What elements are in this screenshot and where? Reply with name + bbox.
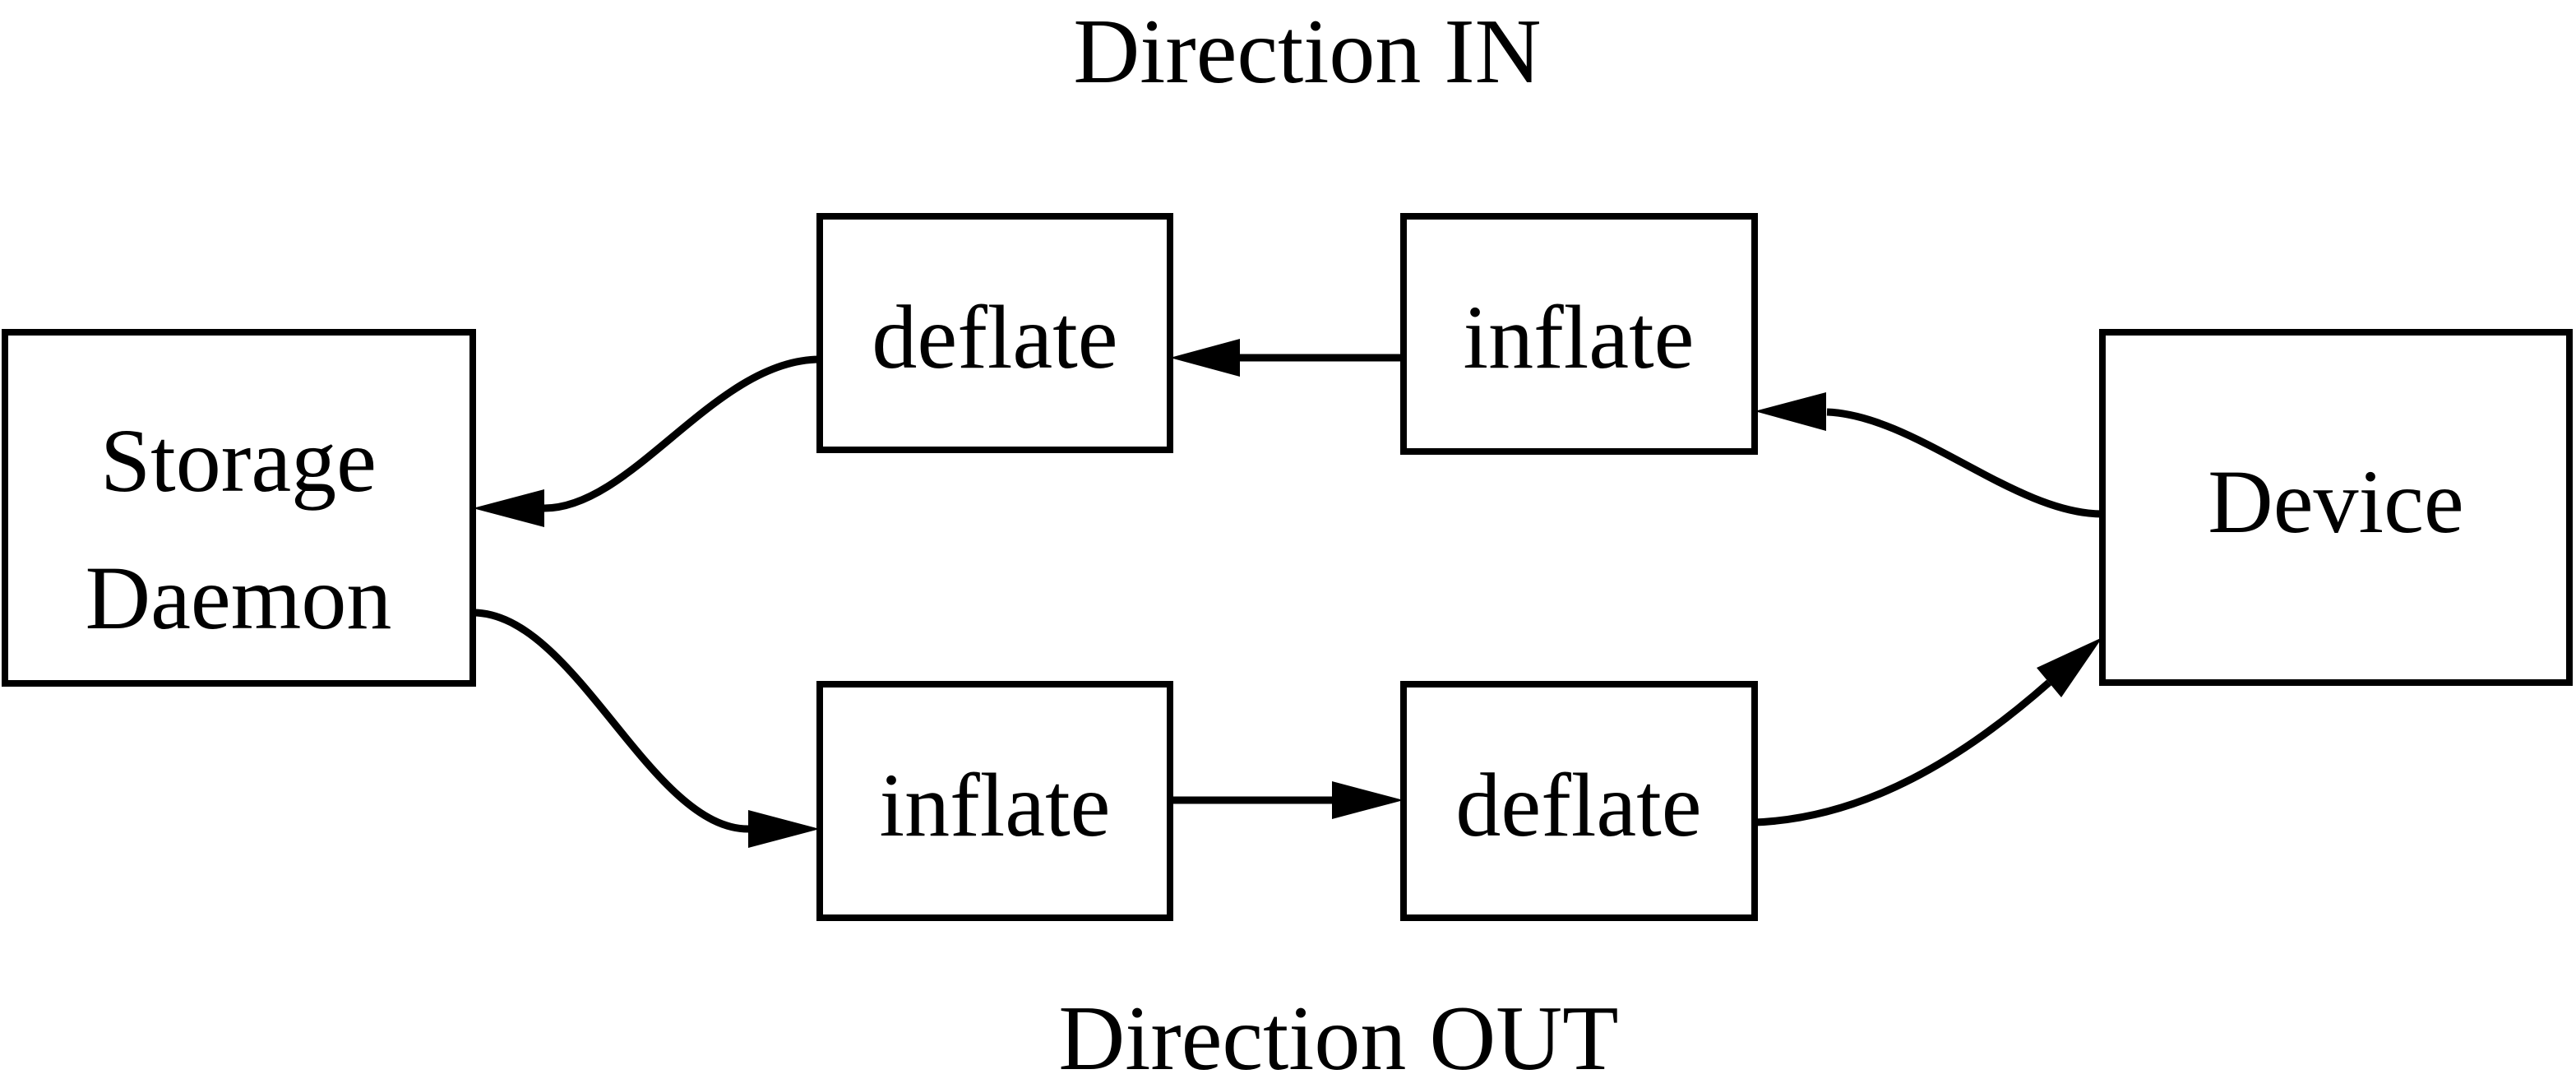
- arrow-inflate-in-to-deflate-in-head: [1170, 339, 1240, 377]
- arrow-inflate-out-to-deflate-out-head: [1332, 781, 1404, 819]
- arrow-deflate-in-to-storage-head: [473, 489, 544, 527]
- arrow-storage-to-inflate-out-head: [748, 810, 820, 848]
- arrow-device-to-inflate-in-line: [1826, 408, 2103, 518]
- deflate-in-label: deflate: [872, 287, 1117, 387]
- storage-daemon-box: [2, 329, 476, 687]
- arrow-inflate-in-to-deflate-in: [1170, 339, 1404, 377]
- inflate-in-label: inflate: [1464, 287, 1695, 387]
- arrow-storage-to-inflate-out-line: [472, 609, 749, 833]
- deflate-out-label: deflate: [1455, 755, 1701, 855]
- storage-daemon-label-line1: Storage: [100, 410, 377, 511]
- device-box: [2099, 329, 2573, 686]
- node-deflate-in: deflate: [816, 213, 1173, 453]
- title-direction-out: Direction OUT: [1058, 988, 1618, 1088]
- node-inflate-out: inflate: [816, 681, 1173, 921]
- arrow-deflate-in-to-storage-line: [543, 355, 821, 512]
- arrow-deflate-out-to-device: [1754, 637, 2102, 826]
- title-direction-in: Direction IN: [1073, 1, 1541, 103]
- deflate-out-box: [1400, 681, 1758, 921]
- arrow-device-to-inflate-in: [1755, 392, 2103, 518]
- arrow-inflate-out-to-deflate-out: [1170, 781, 1404, 819]
- arrow-deflate-in-to-storage: [473, 355, 821, 527]
- node-inflate-in: inflate: [1400, 213, 1758, 455]
- node-deflate-out: deflate: [1400, 681, 1758, 921]
- storage-daemon-label-line2: Daemon: [86, 548, 392, 648]
- node-device: Device: [2099, 329, 2573, 686]
- arrow-deflate-out-to-device-line: [1754, 679, 2051, 826]
- device-label: Device: [2208, 451, 2463, 552]
- node-storage-daemon: Storage Daemon: [2, 329, 476, 687]
- arrow-deflate-out-to-device-head: [2037, 637, 2102, 697]
- arrow-storage-to-inflate-out: [472, 609, 820, 848]
- arrow-device-to-inflate-in-head: [1755, 392, 1826, 431]
- inflate-in-box: [1400, 213, 1758, 455]
- deflate-in-box: [816, 213, 1173, 453]
- inflate-out-label: inflate: [880, 755, 1111, 855]
